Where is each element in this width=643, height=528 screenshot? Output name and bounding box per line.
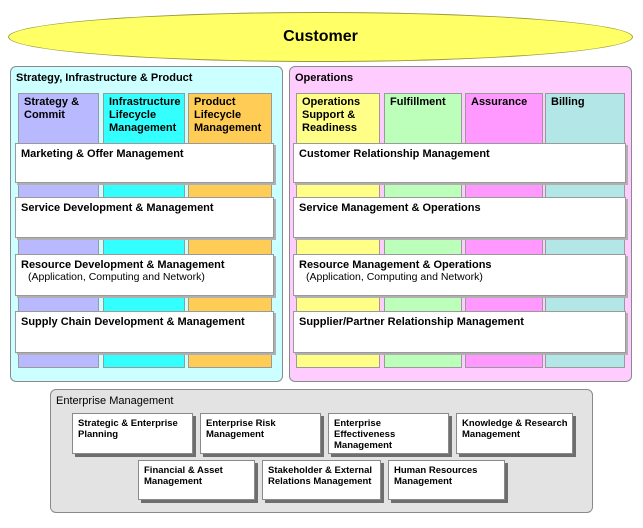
enterprise-effectiveness-management-label: Enterprise Effectiveness Management bbox=[334, 418, 396, 451]
resource-development-management-subtitle: (Application, Computing and Network) bbox=[28, 271, 205, 283]
resource-management-operations-title: Resource Management & Operations bbox=[299, 259, 492, 271]
customer-label: Customer bbox=[283, 28, 358, 45]
marketing-offer-management-bar: Marketing & Offer Management bbox=[15, 143, 274, 183]
resource-development-management-bar: Resource Development & Management (Appli… bbox=[15, 254, 274, 296]
supply-chain-development-management-title: Supply Chain Development & Management bbox=[21, 316, 245, 328]
column-operations-support-readiness-label: Operations Support & Readiness bbox=[302, 96, 361, 134]
strategy-panel-title: Strategy, Infrastructure & Product bbox=[16, 72, 193, 84]
customer-ellipse: Customer bbox=[8, 12, 633, 62]
financial-asset-management-label: Financial & Asset Management bbox=[144, 465, 223, 487]
customer-relationship-management-title: Customer Relationship Management bbox=[299, 148, 490, 160]
column-product-lifecycle-label: Product Lifecycle Management bbox=[194, 96, 262, 134]
column-assurance-label: Assurance bbox=[471, 96, 528, 108]
operations-panel-title: Operations bbox=[295, 72, 354, 84]
resource-management-operations-subtitle: (Application, Computing and Network) bbox=[306, 271, 483, 283]
column-infrastructure-lifecycle-label: Infrastructure Lifecycle Management bbox=[109, 96, 181, 134]
supply-chain-development-management-bar: Supply Chain Development & Management bbox=[15, 311, 274, 353]
service-management-operations-title: Service Management & Operations bbox=[299, 202, 481, 214]
marketing-offer-management-title: Marketing & Offer Management bbox=[21, 148, 184, 160]
stakeholder-external-relations-management-box: Stakeholder & External Relations Managem… bbox=[262, 460, 381, 500]
service-management-operations-bar: Service Management & Operations bbox=[293, 197, 626, 238]
column-fulfillment-label: Fulfillment bbox=[390, 96, 446, 108]
customer-relationship-management-bar: Customer Relationship Management bbox=[293, 143, 626, 183]
stakeholder-external-relations-management-label: Stakeholder & External Relations Managem… bbox=[268, 465, 373, 487]
resource-management-operations-bar: Resource Management & Operations (Applic… bbox=[293, 254, 626, 296]
supplier-partner-relationship-management-title: Supplier/Partner Relationship Management bbox=[299, 316, 524, 328]
service-development-management-title: Service Development & Management bbox=[21, 202, 214, 214]
enterprise-management-title: Enterprise Management bbox=[56, 395, 174, 407]
column-billing-label: Billing bbox=[551, 96, 585, 108]
strategic-enterprise-planning-label: Strategic & Enterprise Planning bbox=[78, 418, 178, 440]
human-resources-management-box: Human Resources Management bbox=[388, 460, 505, 500]
strategic-enterprise-planning-box: Strategic & Enterprise Planning bbox=[72, 413, 193, 454]
supplier-partner-relationship-management-bar: Supplier/Partner Relationship Management bbox=[293, 311, 626, 353]
financial-asset-management-box: Financial & Asset Management bbox=[138, 460, 255, 500]
enterprise-effectiveness-management-box: Enterprise Effectiveness Management bbox=[328, 413, 449, 454]
service-development-management-bar: Service Development & Management bbox=[15, 197, 274, 238]
knowledge-research-management-label: Knowledge & Research Management bbox=[462, 418, 568, 440]
column-strategy-commit-label: Strategy & Commit bbox=[24, 96, 80, 121]
enterprise-risk-management-label: Enterprise Risk Management bbox=[206, 418, 276, 440]
knowledge-research-management-box: Knowledge & Research Management bbox=[456, 413, 573, 454]
resource-development-management-title: Resource Development & Management bbox=[21, 259, 225, 271]
human-resources-management-label: Human Resources Management bbox=[394, 465, 478, 487]
enterprise-risk-management-box: Enterprise Risk Management bbox=[200, 413, 321, 454]
